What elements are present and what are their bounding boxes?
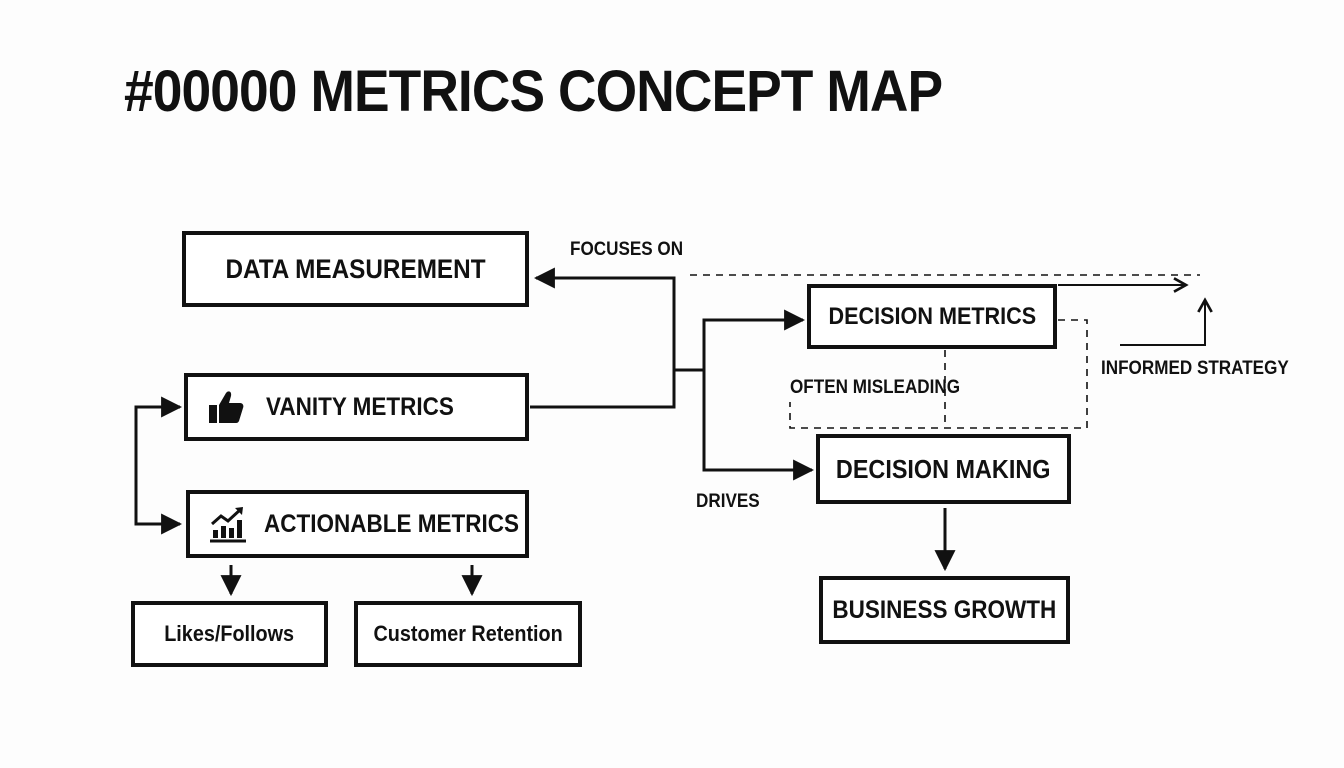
- node-business-growth: BUSINESS GROWTH: [819, 576, 1070, 644]
- node-customer-retention: Customer Retention: [354, 601, 582, 667]
- node-label: ACTIONABLE METRICS: [264, 509, 519, 538]
- dashed-misleading-region: [789, 319, 1088, 429]
- node-label: Customer Retention: [373, 621, 563, 646]
- thumbs-up-icon: [204, 385, 248, 429]
- edge-label-informed-strategy: INFORMED STRATEGY: [1101, 358, 1289, 379]
- node-decision-metrics: DECISION METRICS: [807, 284, 1057, 349]
- node-label: BUSINESS GROWTH: [832, 595, 1057, 624]
- node-vanity-metrics: VANITY METRICS: [184, 373, 529, 441]
- connector-vanity-actionable-bracket: [134, 396, 183, 535]
- node-actionable-metrics: ACTIONABLE METRICS: [186, 490, 529, 558]
- edge-label-often-misleading: OFTEN MISLEADING: [790, 377, 961, 398]
- connector-vanity-to-hub: [530, 267, 676, 409]
- node-data-measurement: DATA MEASUREMENT: [182, 231, 529, 307]
- connector-informed-strategy: [1120, 300, 1205, 346]
- node-label: DECISION MAKING: [836, 453, 1051, 484]
- page-title: #00000 METRICS CONCEPT MAP: [124, 59, 943, 124]
- node-decision-making: DECISION MAKING: [816, 434, 1071, 504]
- node-label: Likes/Follows: [164, 621, 295, 646]
- edge-label-drives: DRIVES: [696, 491, 760, 512]
- node-likes-follows: Likes/Follows: [131, 601, 328, 667]
- node-label: DECISION METRICS: [828, 302, 1036, 330]
- rising-chart-icon: [208, 503, 248, 545]
- node-label: DATA MEASUREMENT: [225, 253, 486, 284]
- connector-hub-to-decision-metrics: [702, 309, 806, 470]
- connector-hub-to-decision-making: [702, 370, 815, 481]
- edge-label-focuses-on: FOCUSES ON: [570, 239, 684, 260]
- node-label: VANITY METRICS: [266, 392, 454, 421]
